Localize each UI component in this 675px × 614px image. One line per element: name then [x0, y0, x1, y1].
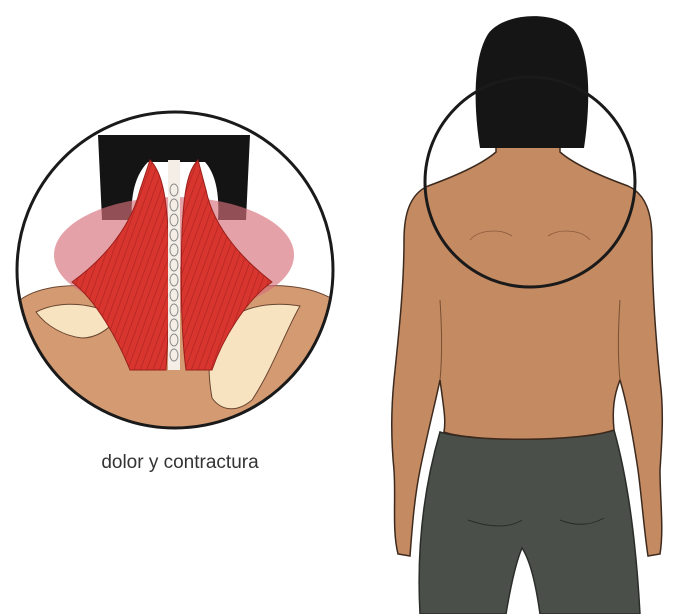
caption: dolor y contractura [40, 452, 320, 474]
woman-figure [392, 16, 663, 614]
zoomed-neck-detail [17, 112, 334, 430]
pants [419, 430, 640, 614]
hair [476, 16, 589, 148]
